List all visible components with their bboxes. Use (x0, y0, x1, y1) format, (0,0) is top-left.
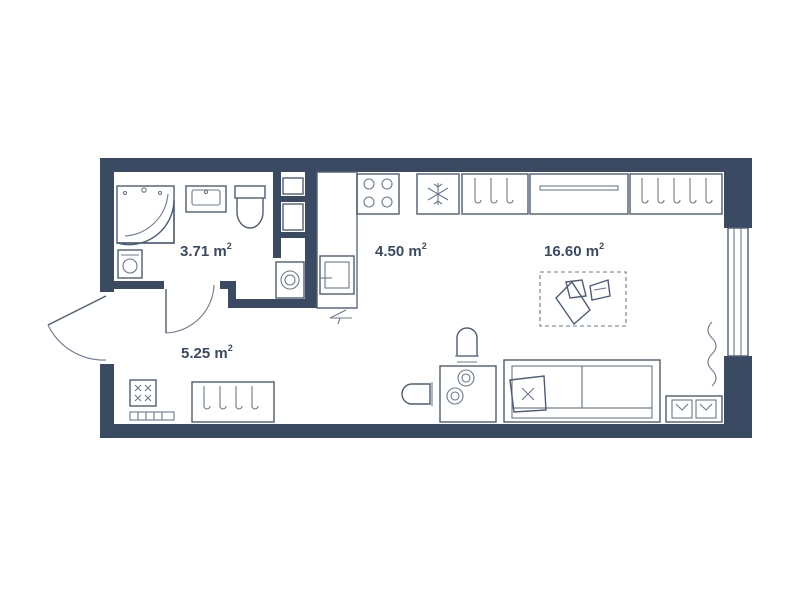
shelf-icon (529, 173, 629, 215)
area-unit-power: 2 (226, 241, 232, 251)
sofa-icon (503, 359, 661, 423)
living-room-area-label: 16.60 m2 (544, 241, 605, 260)
curtain-icon (707, 321, 717, 387)
hallway-area-label: 5.25 m2 (181, 343, 233, 362)
kitchen-area-label: 4.50 m2 (375, 241, 427, 260)
area-unit: m (585, 243, 600, 260)
wardrobe-icon (629, 173, 723, 215)
wardrobe-icon (461, 173, 529, 215)
chair-icon (401, 382, 433, 406)
area-unit: m (214, 345, 228, 362)
door-icon (165, 284, 215, 334)
ventilation-shaft (282, 177, 304, 231)
stove-icon (356, 173, 400, 215)
washing-machine-icon (275, 261, 305, 299)
kitchen-sink-icon (319, 255, 355, 295)
window-icon (727, 227, 749, 357)
radiator-icon (129, 411, 175, 421)
fridge-icon (416, 173, 460, 215)
door-icon (47, 295, 107, 361)
armchair-icon (665, 395, 723, 423)
area-unit-power: 2 (421, 241, 427, 251)
lamp-icon (329, 309, 352, 325)
area-unit: m (408, 243, 422, 260)
washing-machine-icon (117, 249, 143, 279)
area-value: 5.25 (181, 345, 211, 362)
electrical-panel-icon (129, 379, 157, 407)
area-unit: m (213, 243, 227, 260)
shower-icon (116, 185, 175, 246)
outer-walls (100, 158, 752, 438)
toilet-icon (234, 185, 266, 229)
bathroom-area-label: 3.71 m2 (180, 241, 232, 260)
area-unit-power: 2 (227, 343, 233, 353)
desk-icon (539, 271, 627, 327)
wardrobe-icon (191, 381, 275, 423)
area-value: 4.50 (375, 243, 405, 260)
chair-icon (455, 327, 479, 363)
sink-icon (185, 185, 227, 213)
area-unit-power: 2 (599, 241, 605, 251)
area-value: 16.60 (544, 243, 582, 260)
dining-table-icon (439, 365, 497, 423)
area-value: 3.71 (180, 243, 210, 260)
